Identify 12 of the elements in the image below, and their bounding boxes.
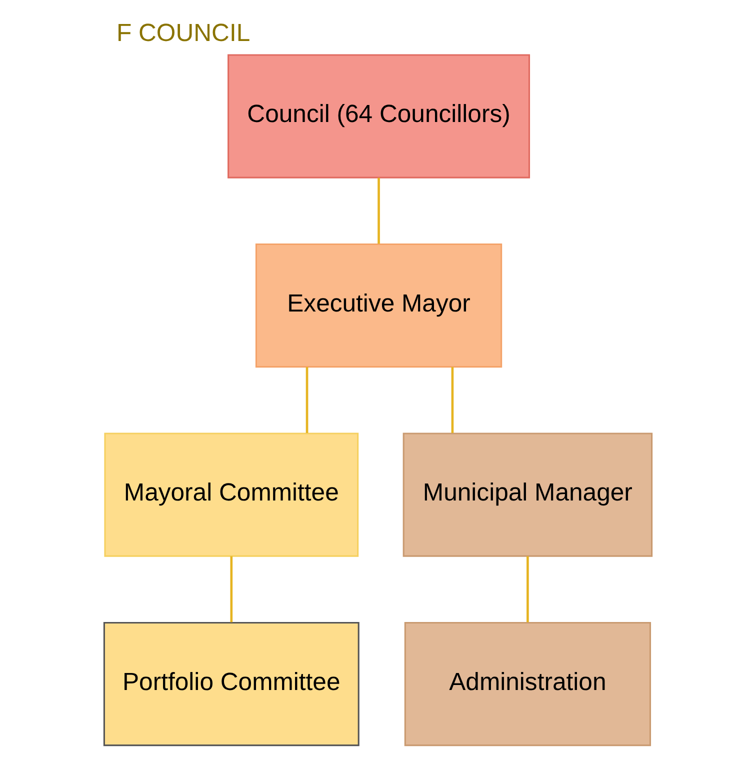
node-box: Council (64 Councillors) [228, 54, 530, 178]
node-box: Administration [404, 622, 652, 746]
node-box: Portfolio Committee [103, 622, 360, 746]
node-box: Executive Mayor [255, 243, 502, 368]
node-box: Municipal Manager [402, 432, 653, 557]
connector [306, 366, 308, 433]
connector [526, 556, 529, 622]
connector [378, 178, 380, 244]
connector [230, 556, 233, 622]
diagram-title: F COUNCIL [116, 20, 250, 47]
node-box: Mayoral Committee [104, 432, 359, 557]
connector [451, 366, 454, 433]
